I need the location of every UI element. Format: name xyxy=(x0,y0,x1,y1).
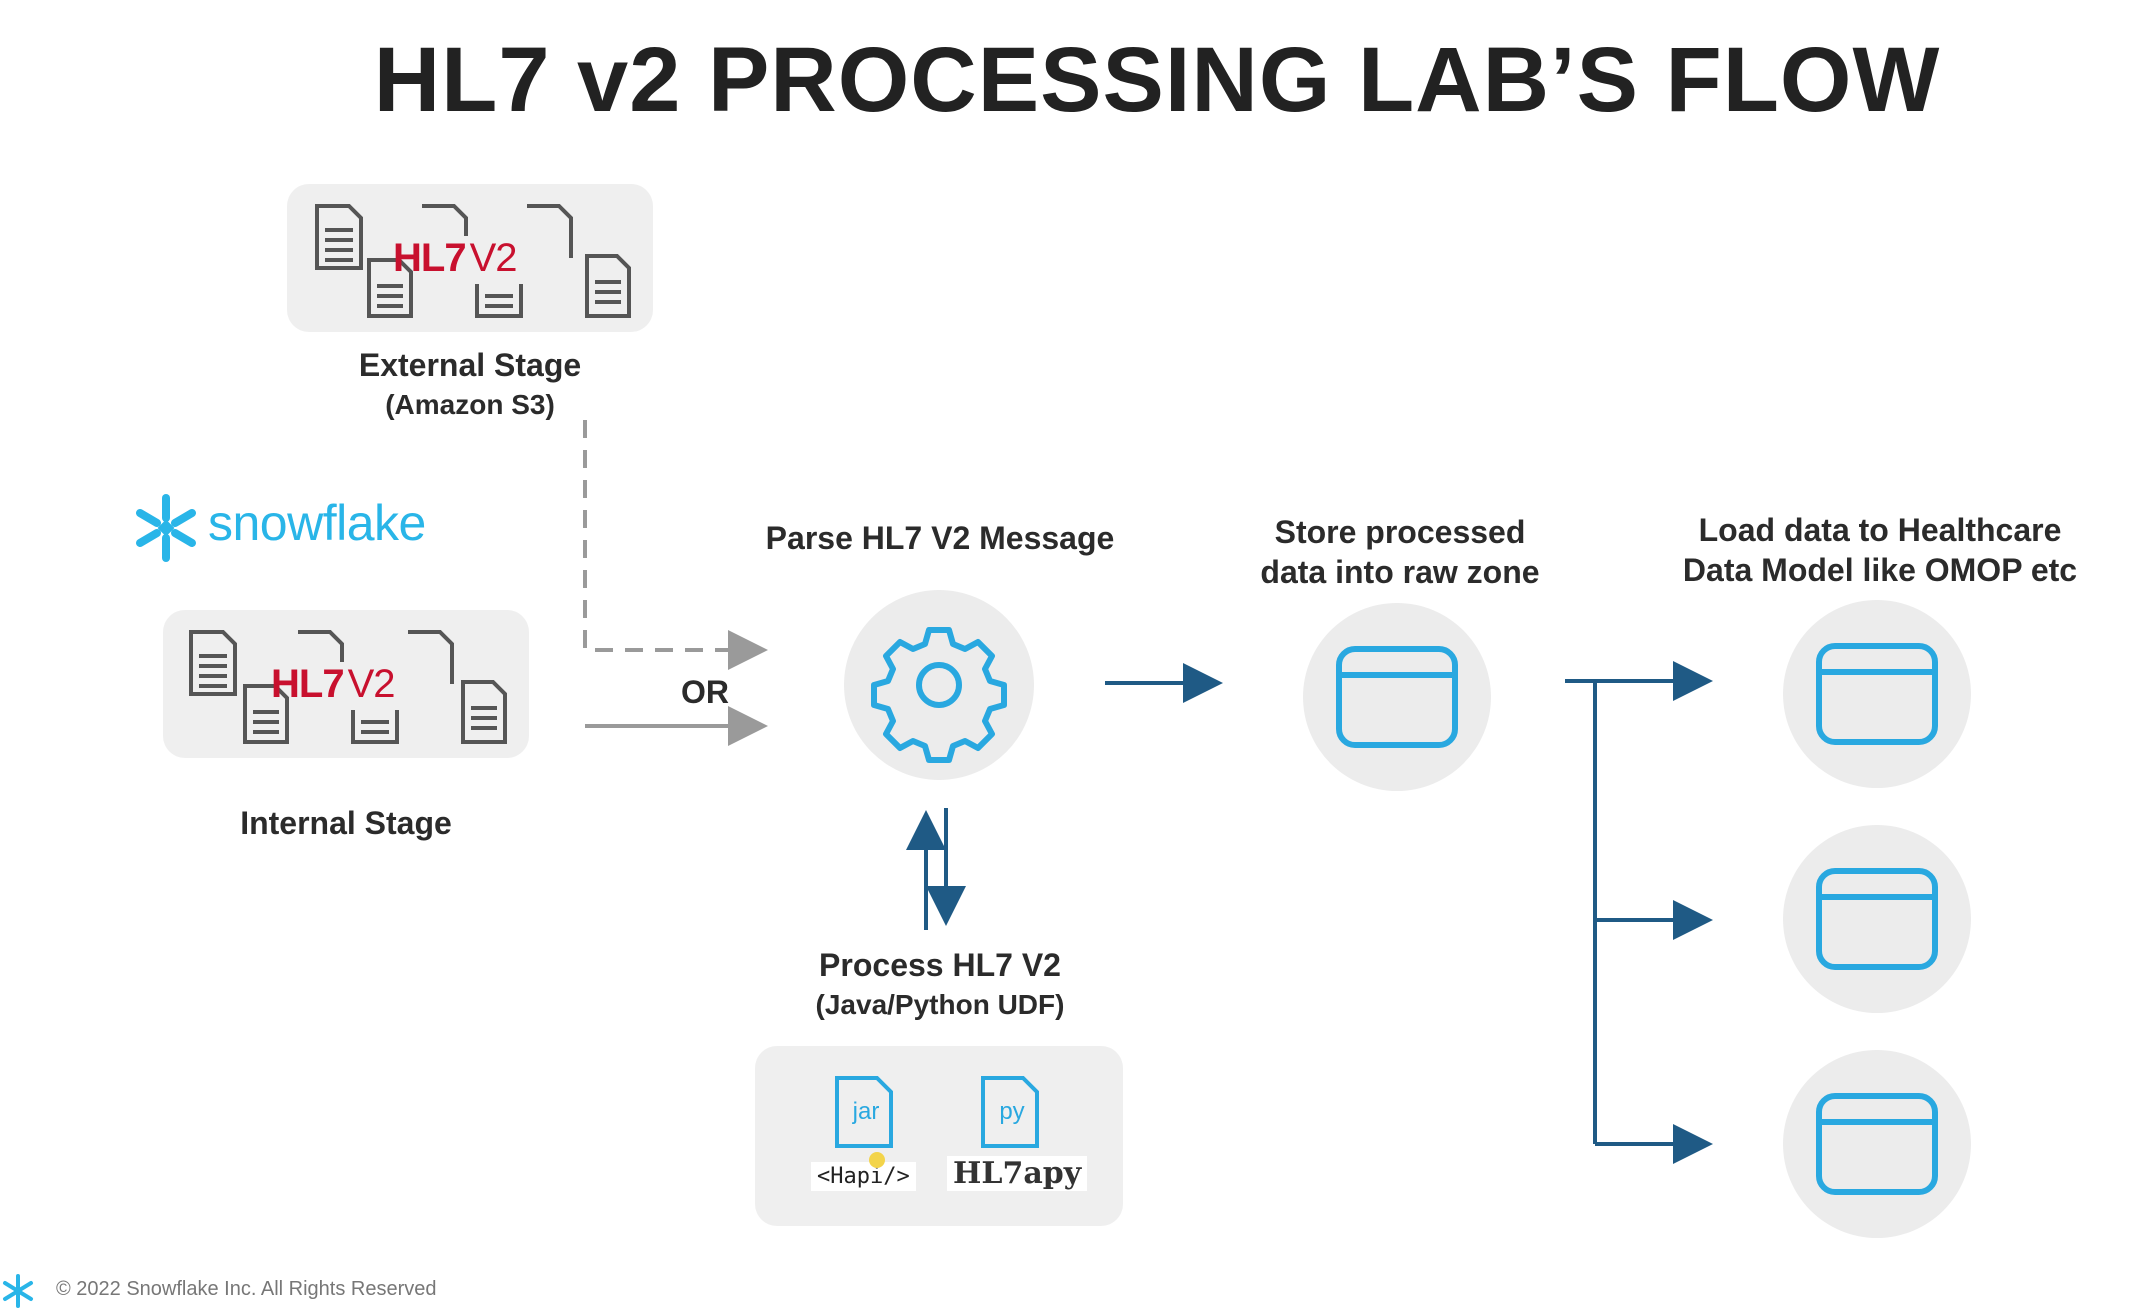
external-stage-arrow xyxy=(583,420,768,670)
load-branch-arrows xyxy=(1565,661,1713,1164)
window-icon xyxy=(1816,1093,1938,1195)
snowflake-footer-icon xyxy=(0,1273,36,1309)
file-icons xyxy=(835,1076,1039,1148)
load-target-node[interactable] xyxy=(1783,600,1971,788)
smiley-icon xyxy=(869,1152,885,1168)
window-icon xyxy=(1336,646,1458,748)
parse-step-node[interactable] xyxy=(844,590,1034,780)
window-icon xyxy=(1816,643,1938,745)
py-label: py xyxy=(999,1098,1025,1125)
internal-stage-label: Internal Stage xyxy=(240,805,452,841)
store-step-label-line1: Store processed xyxy=(1274,514,1526,550)
gear-icon xyxy=(871,627,1007,763)
or-label: OR xyxy=(681,674,729,710)
load-step-label-line2: Data Model like OMOP etc xyxy=(1682,552,2078,588)
external-stage-sublabel: (Amazon S3) xyxy=(385,389,555,420)
document-icons xyxy=(189,630,507,744)
udf-card[interactable]: jar py <Hapi/> HL7apy xyxy=(755,1046,1123,1226)
snowflake-icon xyxy=(136,494,196,562)
hapi-logo: <Hapi/> xyxy=(811,1162,916,1191)
external-stage-label: External Stage xyxy=(358,347,582,383)
store-step-node[interactable] xyxy=(1303,603,1491,791)
py-file-icon xyxy=(981,1076,1039,1148)
load-target-node[interactable] xyxy=(1783,1050,1971,1238)
snowflake-logo: snowflake xyxy=(130,492,460,564)
page-title: HL7 v2 PROCESSING LAB’S FLOW xyxy=(373,29,1941,131)
process-step-sublabel: (Java/Python UDF) xyxy=(815,989,1065,1020)
hl7apy-logo: HL7apy xyxy=(947,1156,1088,1191)
load-target-node[interactable] xyxy=(1783,825,1971,1013)
parse-step-label: Parse HL7 V2 Message xyxy=(765,520,1115,556)
jar-file-icon xyxy=(835,1076,893,1148)
document-icons xyxy=(315,204,631,318)
load-step-label-line1: Load data to Healthcare xyxy=(1698,512,2062,548)
jar-label: jar xyxy=(852,1098,880,1125)
store-step-label-line2: data into raw zone xyxy=(1260,554,1540,590)
process-step-label: Process HL7 V2 xyxy=(819,947,1061,983)
window-icon xyxy=(1816,868,1938,970)
copyright-text: © 2022 Snowflake Inc. All Rights Reserve… xyxy=(56,1278,437,1300)
